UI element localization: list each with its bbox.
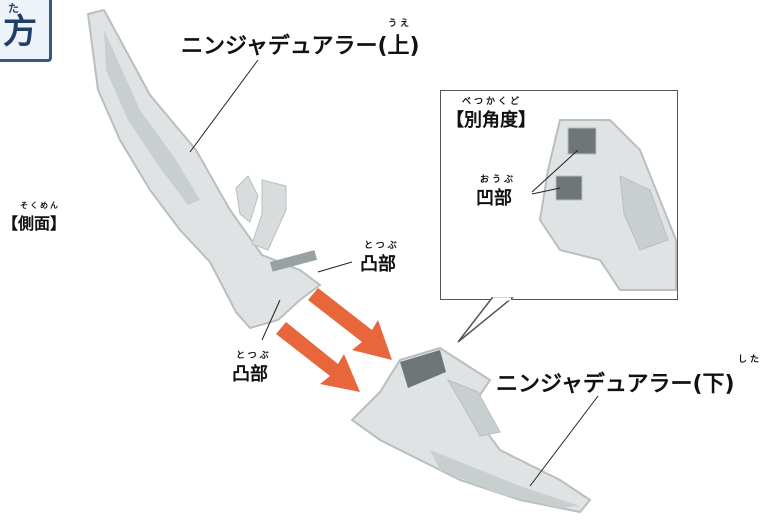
convex-right-ruby: とつぶ <box>364 241 400 251</box>
lower-part-leader <box>529 395 599 487</box>
convex-left-ruby: とつぶ <box>236 351 272 361</box>
upper-part-label: ニンジャデュアラー(上) <box>181 34 420 59</box>
other-angle-label: 【別角度】 <box>446 110 536 131</box>
convex-left-label: 凸部 <box>232 364 268 385</box>
concave-label: 凹部 <box>476 188 512 209</box>
concave-ruby: おうぶ <box>480 175 517 185</box>
lower-part-illustration <box>350 346 592 514</box>
other-angle-illustration <box>538 119 677 291</box>
corner-badge <box>0 0 52 62</box>
side-view-label: 【側面】 <box>2 214 67 233</box>
other-angle-ruby: べつかくど <box>462 97 523 107</box>
upper-part-illustration <box>86 8 322 330</box>
upper-part-ruby: うえ <box>388 19 413 29</box>
lower-part-label: ニンジャデュアラー(下) <box>496 372 735 397</box>
convex-right-leader <box>317 261 353 273</box>
convex-left-leader <box>261 299 281 341</box>
side-view-ruby: そくめん <box>20 201 60 210</box>
concave-leader-upper <box>531 149 579 193</box>
upper-part-leader <box>189 59 259 153</box>
convex-right-label: 凸部 <box>360 254 396 275</box>
insert-arrow-upper <box>308 288 392 360</box>
concave-leader-lower <box>531 187 561 195</box>
corner-badge-text: 方 <box>3 12 37 52</box>
corner-badge-ruby: た <box>8 2 19 15</box>
lower-part-ruby: した <box>738 355 761 365</box>
insert-arrow-lower <box>276 322 360 392</box>
